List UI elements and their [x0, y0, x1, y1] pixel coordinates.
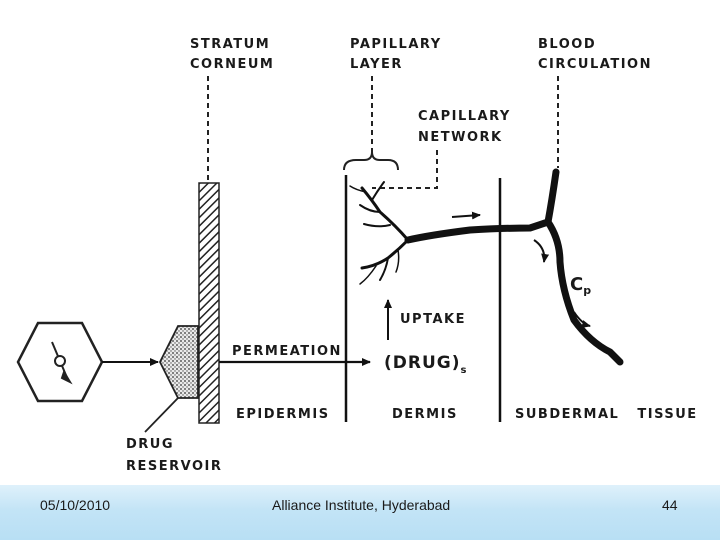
- blood-vessel: [404, 168, 624, 366]
- slide-footer: [0, 485, 720, 540]
- label-papillary-line1: PAPILLARY: [350, 37, 442, 52]
- skin-permeation-diagram: STRATUM CORNEUM PAPILLARY LAYER BLOOD CI…: [16, 37, 698, 474]
- label-stratum-line1: STRATUM: [190, 37, 270, 52]
- label-capillary-line2: NETWORK: [418, 130, 503, 145]
- footer-institute: Alliance Institute, Hyderabad: [272, 497, 451, 513]
- label-papillary-line2: LAYER: [350, 57, 403, 72]
- flow-arrow-curved-1: [533, 239, 550, 263]
- stratum-corneum-layer: [198, 182, 220, 424]
- label-blood-line2: CIRCULATION: [538, 57, 652, 72]
- label-uptake: UPTAKE: [400, 312, 466, 327]
- leader-lines: [207, 76, 559, 189]
- label-dermis: DERMIS: [392, 407, 458, 422]
- label-reservoir-line2: RESERVOIR: [126, 459, 222, 474]
- drug-molecule-icon: [51, 341, 73, 385]
- label-reservoir-line1: DRUG: [126, 437, 174, 452]
- label-permeation: PERMEATION: [232, 344, 342, 359]
- label-blood-line1: BLOOD: [538, 37, 596, 52]
- label-stratum-line2: CORNEUM: [190, 57, 274, 72]
- label-cp: Cp: [570, 274, 591, 297]
- papillary-brace: [343, 151, 399, 171]
- label-subdermal-tissue: SUBDERMAL TISSUE: [515, 407, 698, 422]
- reservoir-leader-line: [144, 397, 179, 433]
- footer-date: 05/10/2010: [40, 497, 111, 513]
- footer-page-number: 44: [662, 497, 678, 513]
- flow-arrow-right: [451, 211, 481, 220]
- drug-reservoir: [158, 325, 199, 399]
- label-drug-s: (DRUG)s: [384, 353, 467, 376]
- flow-arrow-curved-2: [573, 311, 591, 328]
- label-capillary-line1: CAPILLARY: [418, 109, 511, 124]
- label-epidermis: EPIDERMIS: [236, 407, 330, 422]
- capillary-network: [349, 181, 410, 285]
